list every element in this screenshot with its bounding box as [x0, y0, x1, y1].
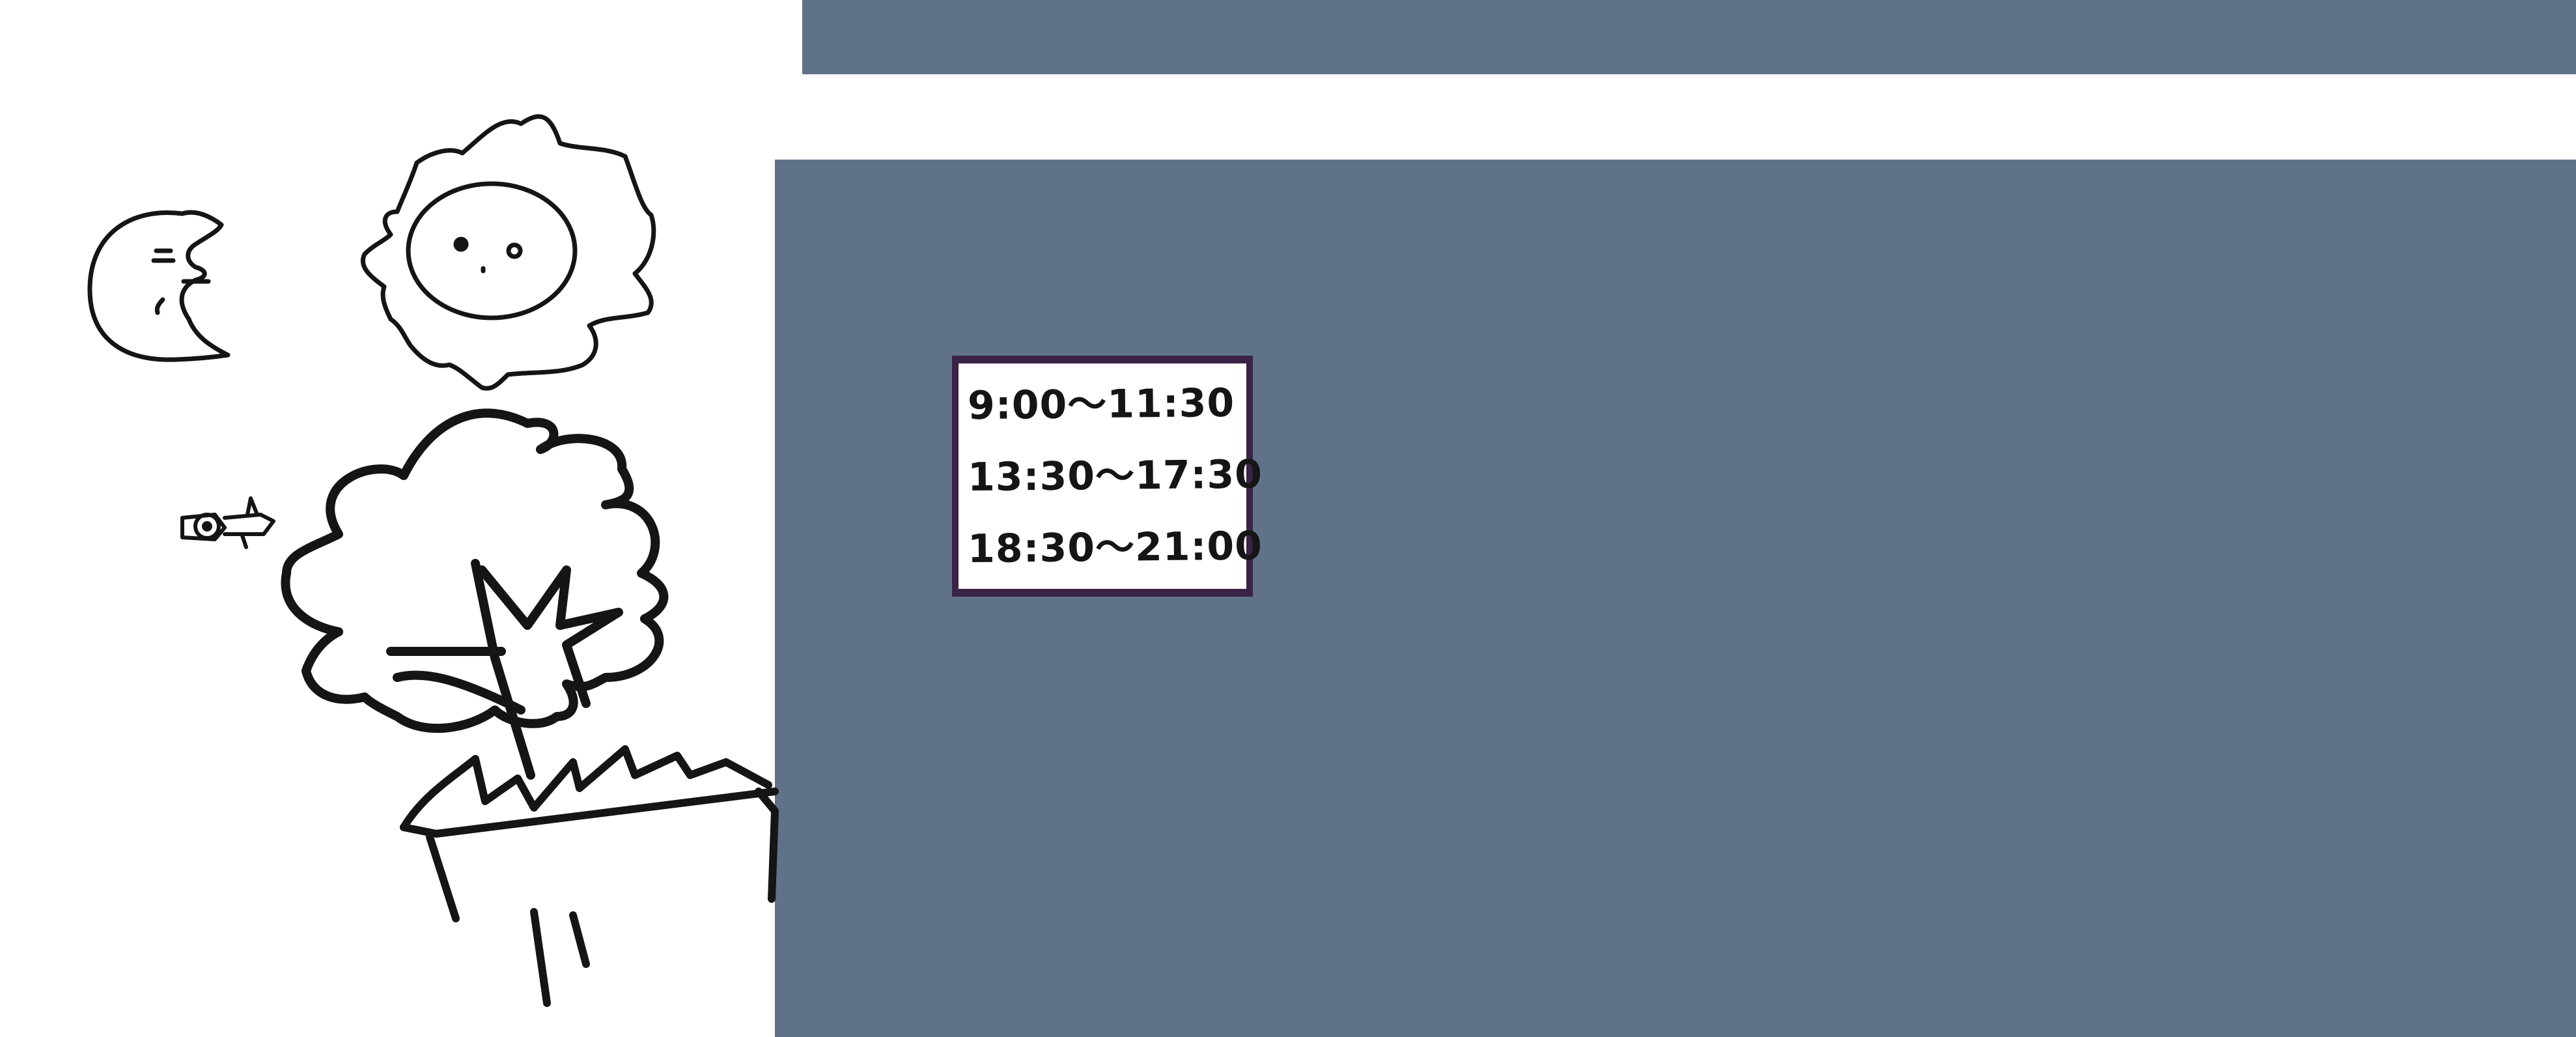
- sun-icon: [360, 114, 656, 391]
- bee-icon: [180, 496, 275, 549]
- business-hours-sign: 9:00〜11:30 13:30〜17:30 18:30〜21:00: [952, 356, 1263, 597]
- hours-evening: 18:30〜21:00: [967, 523, 1263, 573]
- sign-board: 9:00〜11:30 13:30〜17:30 18:30〜21:00: [959, 363, 1263, 589]
- planter-icon: [400, 745, 779, 1007]
- wall-top-band: [802, 0, 2576, 74]
- doodle-layer: [87, 114, 779, 1007]
- moon-icon: [87, 210, 231, 362]
- tree-icon: [281, 408, 669, 780]
- hours-afternoon: 13:30〜17:30: [967, 451, 1263, 501]
- hours-morning: 9:00〜11:30: [967, 380, 1235, 429]
- wall-panel: [775, 160, 2576, 1037]
